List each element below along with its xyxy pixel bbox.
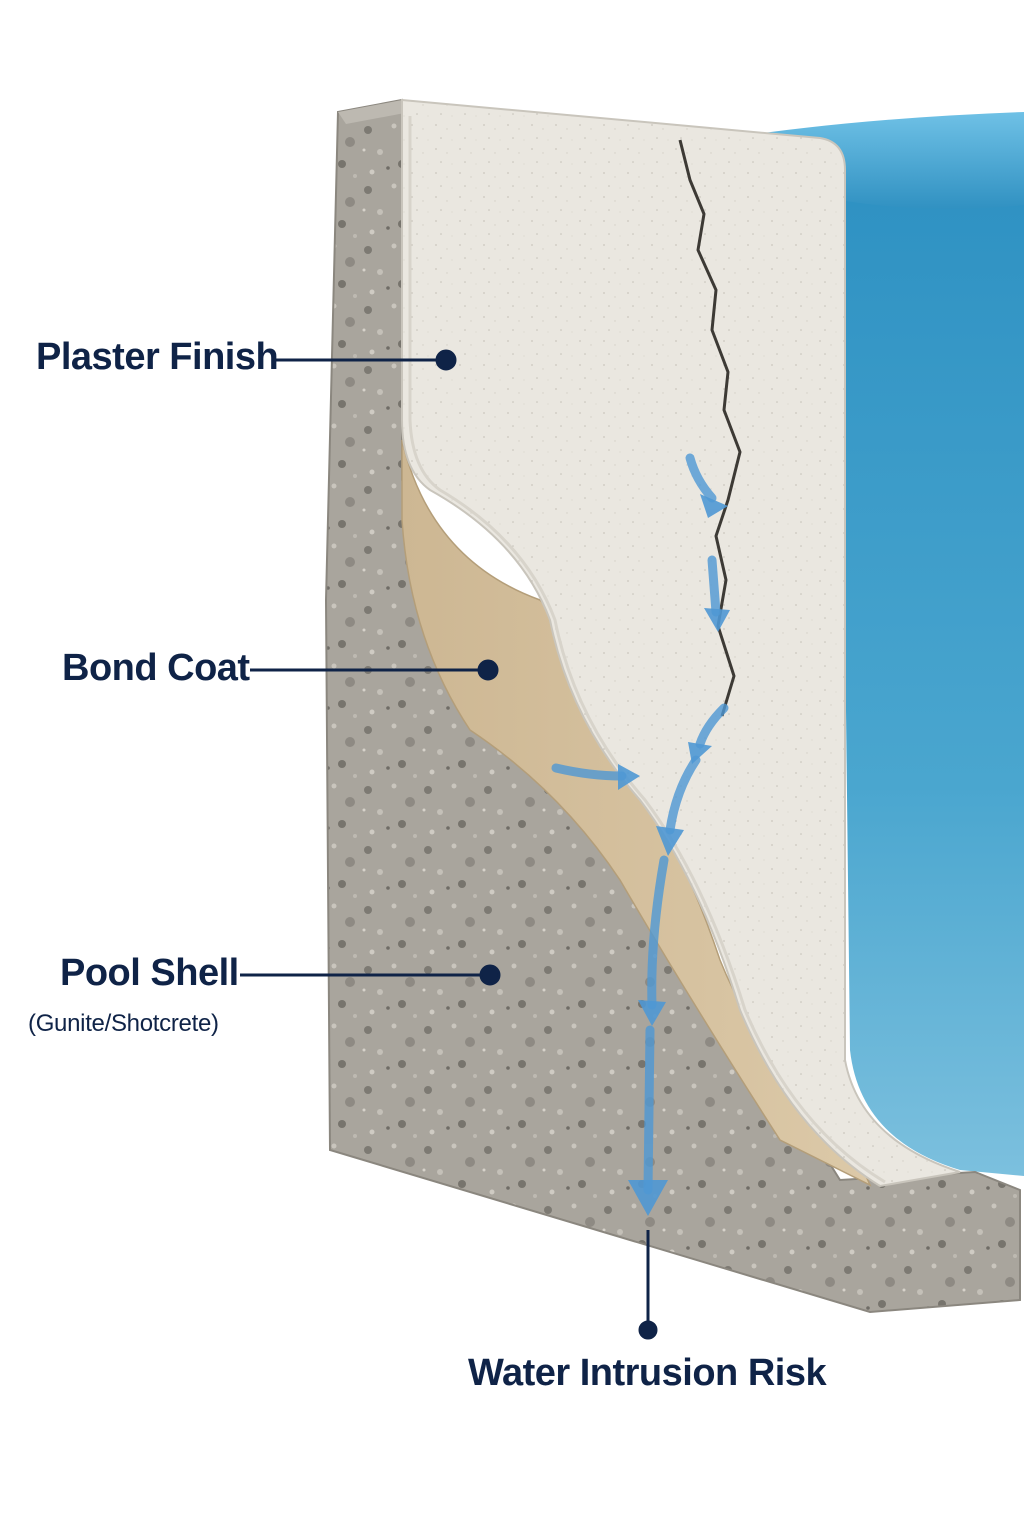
label-pool-shell-sub: (Gunite/Shotcrete) <box>28 1010 219 1037</box>
water-flow-arrows <box>551 453 729 1195</box>
label-water-intrusion-risk: Water Intrusion Risk <box>468 1352 827 1394</box>
label-bond-coat: Bond Coat <box>62 647 250 689</box>
leader-lines <box>240 349 658 1340</box>
label-plaster-finish: Plaster Finish <box>36 336 279 378</box>
water-body <box>840 200 1024 1176</box>
shell-top-face <box>338 100 410 124</box>
plaster-finish-layer <box>401 98 961 1188</box>
label-pool-shell: Pool Shell <box>60 952 239 994</box>
water-flow-arrowheads <box>618 494 730 1216</box>
